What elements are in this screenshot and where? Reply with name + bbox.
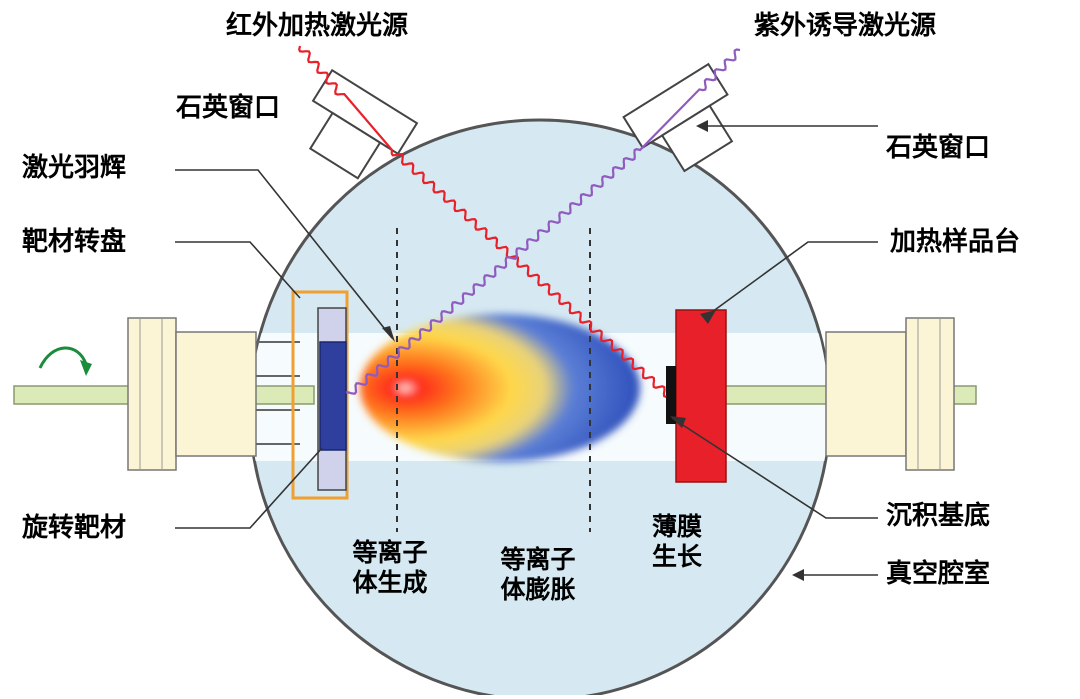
label-quartz-window-left: 石英窗口 (176, 93, 281, 123)
leader-substrate (671, 417, 878, 519)
ir-heating-laser-beam (298, 45, 667, 399)
label-target-carousel: 靶材转盘 (22, 227, 127, 257)
laser-plume (360, 314, 640, 462)
right-flange-inner (825, 331, 907, 457)
leader-heated-stage (711, 241, 878, 313)
label-ir-heating-laser: 红外加热激光源 (226, 11, 409, 41)
left-flange-inner (175, 331, 257, 457)
rotating-target (319, 341, 347, 451)
left-flange-outer (127, 317, 177, 471)
leader-plume (175, 169, 393, 339)
label-deposition-substrate: 沉积基底 (886, 501, 991, 531)
label-rotating-target: 旋转靶材 (22, 513, 127, 543)
heated-sample-stage (675, 309, 727, 483)
right-flange-outer (905, 317, 955, 471)
label-plasma-generation: 等离子 体生成 (352, 538, 428, 597)
deposition-substrate (666, 366, 676, 424)
rotation-arrow-icon (38, 346, 88, 369)
quartz-window-left (308, 68, 419, 180)
label-quartz-window-right: 石英窗口 (886, 133, 991, 163)
target-carousel-frame (291, 290, 349, 500)
quartz-window-right (622, 62, 734, 173)
uv-induced-laser-beam (345, 48, 741, 395)
label-vacuum-chamber: 真空腔室 (886, 559, 991, 589)
label-uv-induced-laser: 紫外诱导激光源 (754, 11, 937, 41)
label-plasma-expansion: 等离子 体膨胀 (500, 545, 576, 604)
leader-carousel (175, 241, 301, 299)
leader-rotating-target (175, 447, 323, 529)
label-film-growth: 薄膜 生长 (651, 512, 702, 571)
label-heated-sample-stage: 加热样品台 (890, 227, 1021, 257)
label-laser-plume: 激光羽辉 (22, 153, 127, 183)
